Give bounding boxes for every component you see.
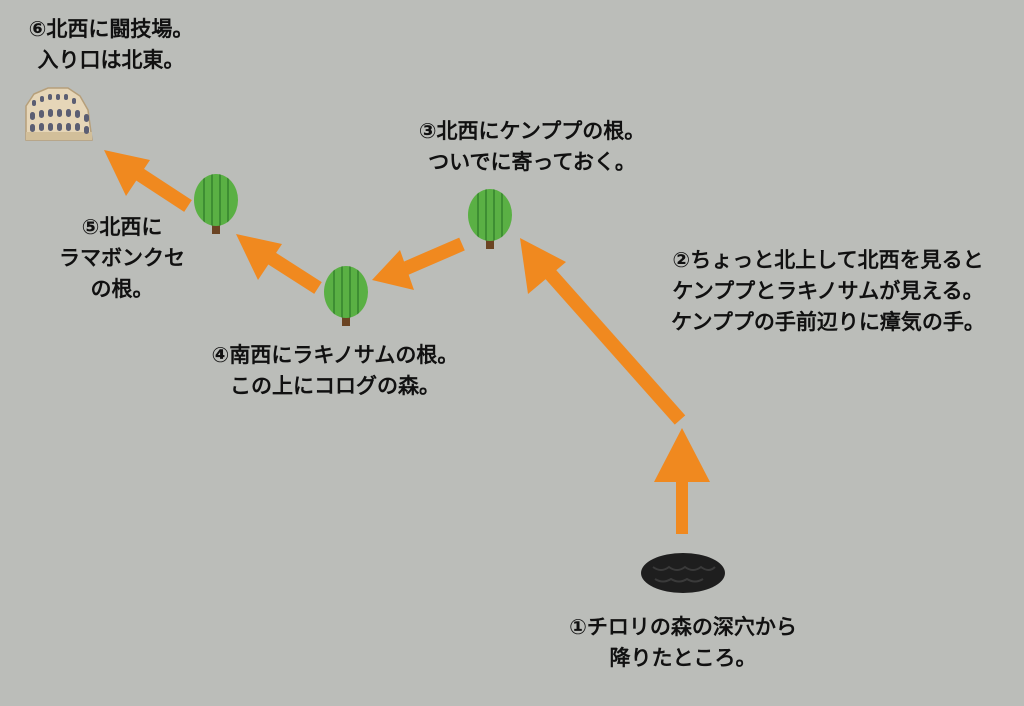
- step-2-label: ②ちょっと北上して北西を見ると ケンププとラキノサムが見える。 ケンププの手前辺…: [640, 245, 1016, 338]
- step-3-line-2: ついでに寄っておく。: [428, 150, 636, 174]
- step-2-line-1: ②ちょっと北上して北西を見ると: [672, 248, 984, 272]
- arrow-icon: [236, 234, 322, 294]
- tree-icon: [194, 174, 238, 234]
- step-3-label: ③北西にケンププの根。 ついでに寄っておく。: [392, 116, 672, 178]
- step-6-line-1: ⑥北西に闘技場。: [28, 17, 194, 41]
- step-4-line-1: ④南西にラキノサムの根。: [211, 343, 459, 367]
- step-1-line-1: ①チロリの森の深穴から: [569, 615, 797, 639]
- step-5-label: ⑤北西に ラマボンクセ の根。: [44, 212, 200, 305]
- arrow-icon: [104, 150, 192, 212]
- arrow-icon: [654, 428, 710, 534]
- tree-icon: [468, 189, 512, 249]
- step-1-line-2: 降りたところ。: [609, 646, 757, 670]
- arrow-icon: [372, 237, 465, 290]
- step-5-line-2: ラマボンクセ: [59, 246, 185, 270]
- step-3-line-1: ③北西にケンププの根。: [418, 119, 646, 143]
- step-6-line-2: 入り口は北東。: [37, 48, 185, 72]
- step-4-line-2: この上にコログの森。: [230, 374, 440, 398]
- step-2-line-2: ケンププとラキノサムが見える。: [672, 279, 984, 303]
- step-2-line-3: ケンププの手前辺りに瘴気の手。: [671, 310, 985, 334]
- hole-icon: [641, 553, 725, 593]
- tree-icon: [324, 266, 368, 326]
- step-1-label: ①チロリの森の深穴から 降りたところ。: [548, 612, 818, 674]
- step-5-line-3: の根。: [90, 277, 154, 301]
- arrow-icon: [520, 238, 686, 425]
- step-5-line-1: ⑤北西に: [81, 215, 163, 239]
- step-6-label: ⑥北西に闘技場。 入り口は北東。: [0, 14, 222, 76]
- step-4-label: ④南西にラキノサムの根。 この上にコログの森。: [185, 340, 485, 402]
- colosseum-icon: [25, 87, 93, 141]
